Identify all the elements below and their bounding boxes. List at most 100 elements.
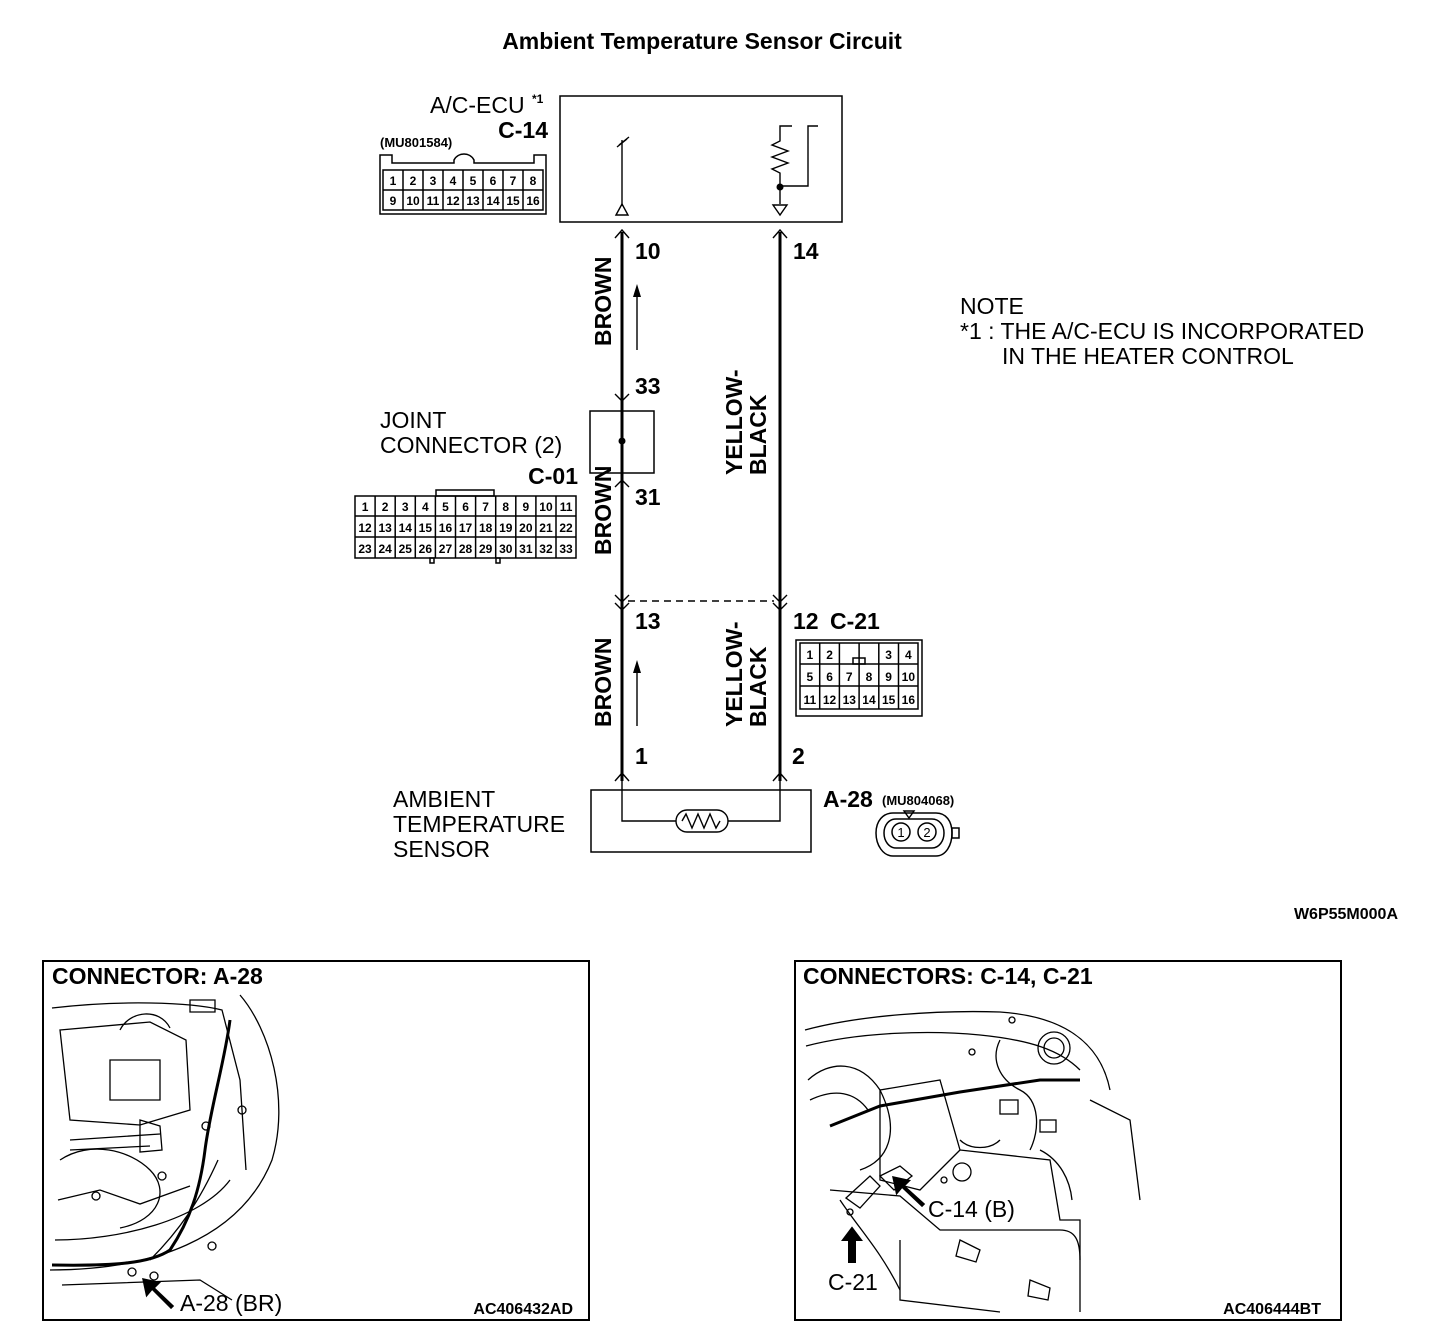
jc-pin-12: 12 [358,521,372,535]
c21-pin-7: 7 [846,670,853,684]
c21-location-arrow [841,1226,863,1263]
pin-label-31: 31 [635,484,661,510]
jc-pin-7: 7 [482,500,489,514]
jc-pin-19: 19 [499,521,513,535]
pin-label-2: 2 [792,743,805,769]
jc-pin-25: 25 [399,542,413,556]
jc-pin-33: 33 [559,542,573,556]
ecu-pin-13: 13 [466,194,480,208]
ecu-pin-3: 3 [430,174,437,188]
engine-bay-illustration [49,994,280,1301]
ecu-terminal-14 [771,204,789,217]
location-panel-c14-c21: CONNECTORS: C-14, C-21 [794,960,1342,1321]
ecu-part-no: (MU801584) [380,135,452,150]
c21-pin-2: 2 [826,648,833,662]
note-block: NOTE *1 : THE A/C-ECU IS INCORPORATED IN… [960,293,1364,369]
jc-pin-10: 10 [539,500,553,514]
c21-pin-15: 15 [882,693,896,707]
ecu-pin-11: 11 [427,194,440,208]
c21-pin-14: 14 [862,693,876,707]
ecu-pin-8: 8 [530,174,537,188]
jc-pin-17: 17 [459,521,473,535]
c21-pin-1: 1 [807,648,814,662]
c21-pin-4: 4 [905,648,912,662]
jc-pin-4: 4 [422,500,429,514]
jc-pin-28: 28 [459,542,473,556]
ecu-ground-mark [616,136,630,148]
jc-pin-16: 16 [439,521,453,535]
jc-pin-24: 24 [378,542,392,556]
thermistor-symbol [681,812,721,830]
jc-pin-32: 32 [539,542,553,556]
jc-pin-13: 13 [378,521,392,535]
c21-pin-12: 12 [823,693,837,707]
note-line-2: IN THE HEATER CONTROL [1002,343,1294,369]
c14-location-arrow [892,1176,926,1208]
wire-color-brown-upper: BROWN [590,257,616,346]
jc-pin-15: 15 [419,521,433,535]
c21-pin-3: 3 [885,648,892,662]
wire-color-brown-mid: BROWN [590,466,616,555]
sensor-label-line-1: AMBIENT [393,786,495,812]
pin-label-12: 12 [793,608,819,634]
panel-a28-heading: CONNECTOR: A-28 [52,963,263,989]
instrument-panel-illustration [804,1010,1141,1313]
ecu-pin-7: 7 [510,174,517,188]
ecu-internal-resistor [770,125,818,187]
jc-pin-11: 11 [560,500,573,514]
joint-label-line-2: CONNECTOR (2) [380,432,562,458]
jc-pin-23: 23 [358,542,372,556]
c21-pin-11: 11 [804,693,817,707]
sensor-connector-face: 1 2 [875,810,960,857]
jc-pin-30: 30 [499,542,513,556]
jc-pin-2: 2 [382,500,389,514]
c21-pin-8: 8 [866,670,873,684]
jc-pin-18: 18 [479,521,493,535]
pin-label-10: 10 [635,238,661,264]
ecu-footnote-mark: *1 [532,92,544,106]
sensor-part-no: (MU804068) [882,793,954,808]
current-arrow-upper [633,284,641,350]
jc-pin-5: 5 [442,500,449,514]
panel-a28-frame [42,960,590,1321]
panel-c14-heading: CONNECTORS: C-14, C-21 [803,963,1093,989]
c21-pin-10: 10 [902,670,916,684]
ecu-pin-14: 14 [486,194,500,208]
pin-label-33: 33 [635,373,661,399]
sensor-internal-wiring [621,781,781,822]
joint-connector-id: C-01 [528,463,578,489]
wire-color-black-lower: BLACK [745,646,771,727]
panel-c14-callout: C-14 (B) [928,1196,1015,1222]
ecu-name: A/C-ECU [430,92,525,118]
wire-color-yellow-upper: YELLOW- [721,369,747,475]
ecu-pin-15: 15 [506,194,520,208]
c21-pin-6: 6 [826,670,833,684]
joint-label-line-1: JOINT [380,407,446,433]
c21-pin-9: 9 [885,670,892,684]
jc-pin-8: 8 [502,500,509,514]
current-arrow-lower [633,660,641,726]
panel-a28-code: AC406432AD [473,1301,573,1318]
ecu-terminal-10 [614,202,630,216]
sensor-label-line-3: SENSOR [393,836,490,862]
ecu-pin-4: 4 [450,174,457,188]
ecu-pin-12: 12 [446,194,460,208]
pin-label-1: 1 [635,743,648,769]
wire-color-brown-lower: BROWN [590,638,616,727]
jc-pin-27: 27 [439,542,453,556]
diagram-code: W6P55M000A [1294,906,1398,923]
ecu-pin-16: 16 [526,194,540,208]
panel-a28-callout: A-28 (BR) [180,1290,282,1316]
pin-label-13: 13 [635,608,661,634]
c21-pin-5: 5 [807,670,814,684]
thermistor-body [675,809,729,833]
a28-location-arrow [142,1278,175,1310]
ecu-box [559,95,843,223]
jc-pin-21: 21 [539,521,553,535]
panel-c14-frame [794,960,1342,1321]
jc-pin-29: 29 [479,542,493,556]
location-panel-a28: CONNECTOR: A-28 A-28 (BR) AC40 [42,960,590,1321]
